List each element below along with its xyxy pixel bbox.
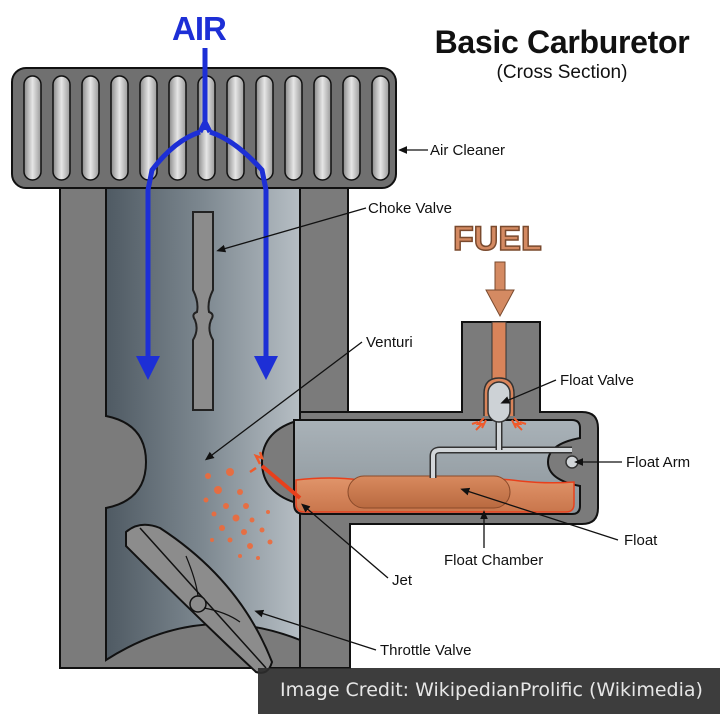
air-cleaner-slot bbox=[284, 75, 303, 181]
fuel-droplet bbox=[267, 539, 273, 545]
air-arrowhead-left bbox=[136, 356, 160, 380]
float bbox=[347, 475, 511, 509]
fuel-droplet bbox=[256, 556, 260, 560]
float-valve bbox=[471, 377, 527, 431]
air-cleaner-slot bbox=[52, 75, 71, 181]
air-cleaner-slot bbox=[81, 75, 100, 181]
air-cleaner-slot bbox=[342, 75, 361, 181]
fuel-droplet bbox=[259, 527, 265, 533]
air-flow-arrows bbox=[145, 48, 269, 358]
label-choke-valve: Choke Valve bbox=[368, 200, 452, 217]
leader-lines bbox=[204, 146, 622, 651]
air-cleaner-slot bbox=[168, 75, 187, 181]
label-float-valve: Float Valve bbox=[560, 372, 634, 389]
fuel-arrow bbox=[485, 261, 515, 318]
label-air-cleaner: Air Cleaner bbox=[430, 142, 506, 159]
fuel-spray bbox=[203, 468, 273, 560]
air-cleaner-slot bbox=[371, 75, 390, 181]
label-float-arm: Float Arm bbox=[626, 454, 691, 471]
label-throttle-valve: Throttle Valve bbox=[380, 642, 472, 659]
fuel-droplet bbox=[247, 543, 253, 549]
label-venturi: Venturi bbox=[366, 334, 413, 351]
image-credit-text: Image Credit: WikipedianProlific (Wikime… bbox=[280, 679, 703, 701]
fuel-droplet bbox=[249, 517, 255, 523]
fuel-droplet bbox=[237, 489, 243, 495]
fuel-droplet bbox=[238, 554, 242, 558]
fuel-droplet bbox=[210, 538, 214, 542]
jet bbox=[260, 464, 302, 500]
fuel-droplet bbox=[227, 537, 233, 543]
label-float-chamber: Float Chamber bbox=[444, 552, 544, 569]
air-cleaner-slot bbox=[110, 75, 129, 181]
label-jet: Jet bbox=[392, 572, 413, 589]
diagram-title: Basic Carburetor bbox=[434, 24, 690, 60]
diagram-subtitle: (Cross Section) bbox=[496, 62, 628, 83]
image-credit-bar: Image Credit: WikipedianProlific (Wikime… bbox=[258, 668, 720, 714]
throttle-valve bbox=[125, 523, 274, 674]
fuel-droplet bbox=[232, 514, 240, 522]
air-cleaner-slot bbox=[313, 75, 332, 181]
fuel-droplet bbox=[226, 468, 234, 476]
air-label: AIR bbox=[172, 10, 227, 47]
label-float: Float bbox=[624, 532, 658, 549]
fuel-droplet bbox=[205, 473, 211, 479]
fuel-label: FUEL bbox=[452, 219, 542, 259]
fuel-droplet bbox=[243, 503, 249, 509]
fuel-droplet bbox=[219, 525, 225, 531]
air-cleaner-slot bbox=[23, 75, 42, 181]
fuel-droplet bbox=[203, 497, 209, 503]
air-cleaner-slot bbox=[226, 75, 245, 181]
fuel-inlet bbox=[491, 321, 507, 383]
fuel-droplet bbox=[214, 486, 222, 494]
fuel-droplet bbox=[223, 503, 229, 509]
fuel-droplet bbox=[241, 529, 247, 535]
air-arrowhead-right bbox=[254, 356, 278, 380]
float-arm bbox=[429, 418, 579, 478]
fuel-droplet bbox=[266, 510, 270, 514]
fuel-droplet bbox=[211, 511, 217, 517]
choke-valve bbox=[192, 211, 214, 411]
